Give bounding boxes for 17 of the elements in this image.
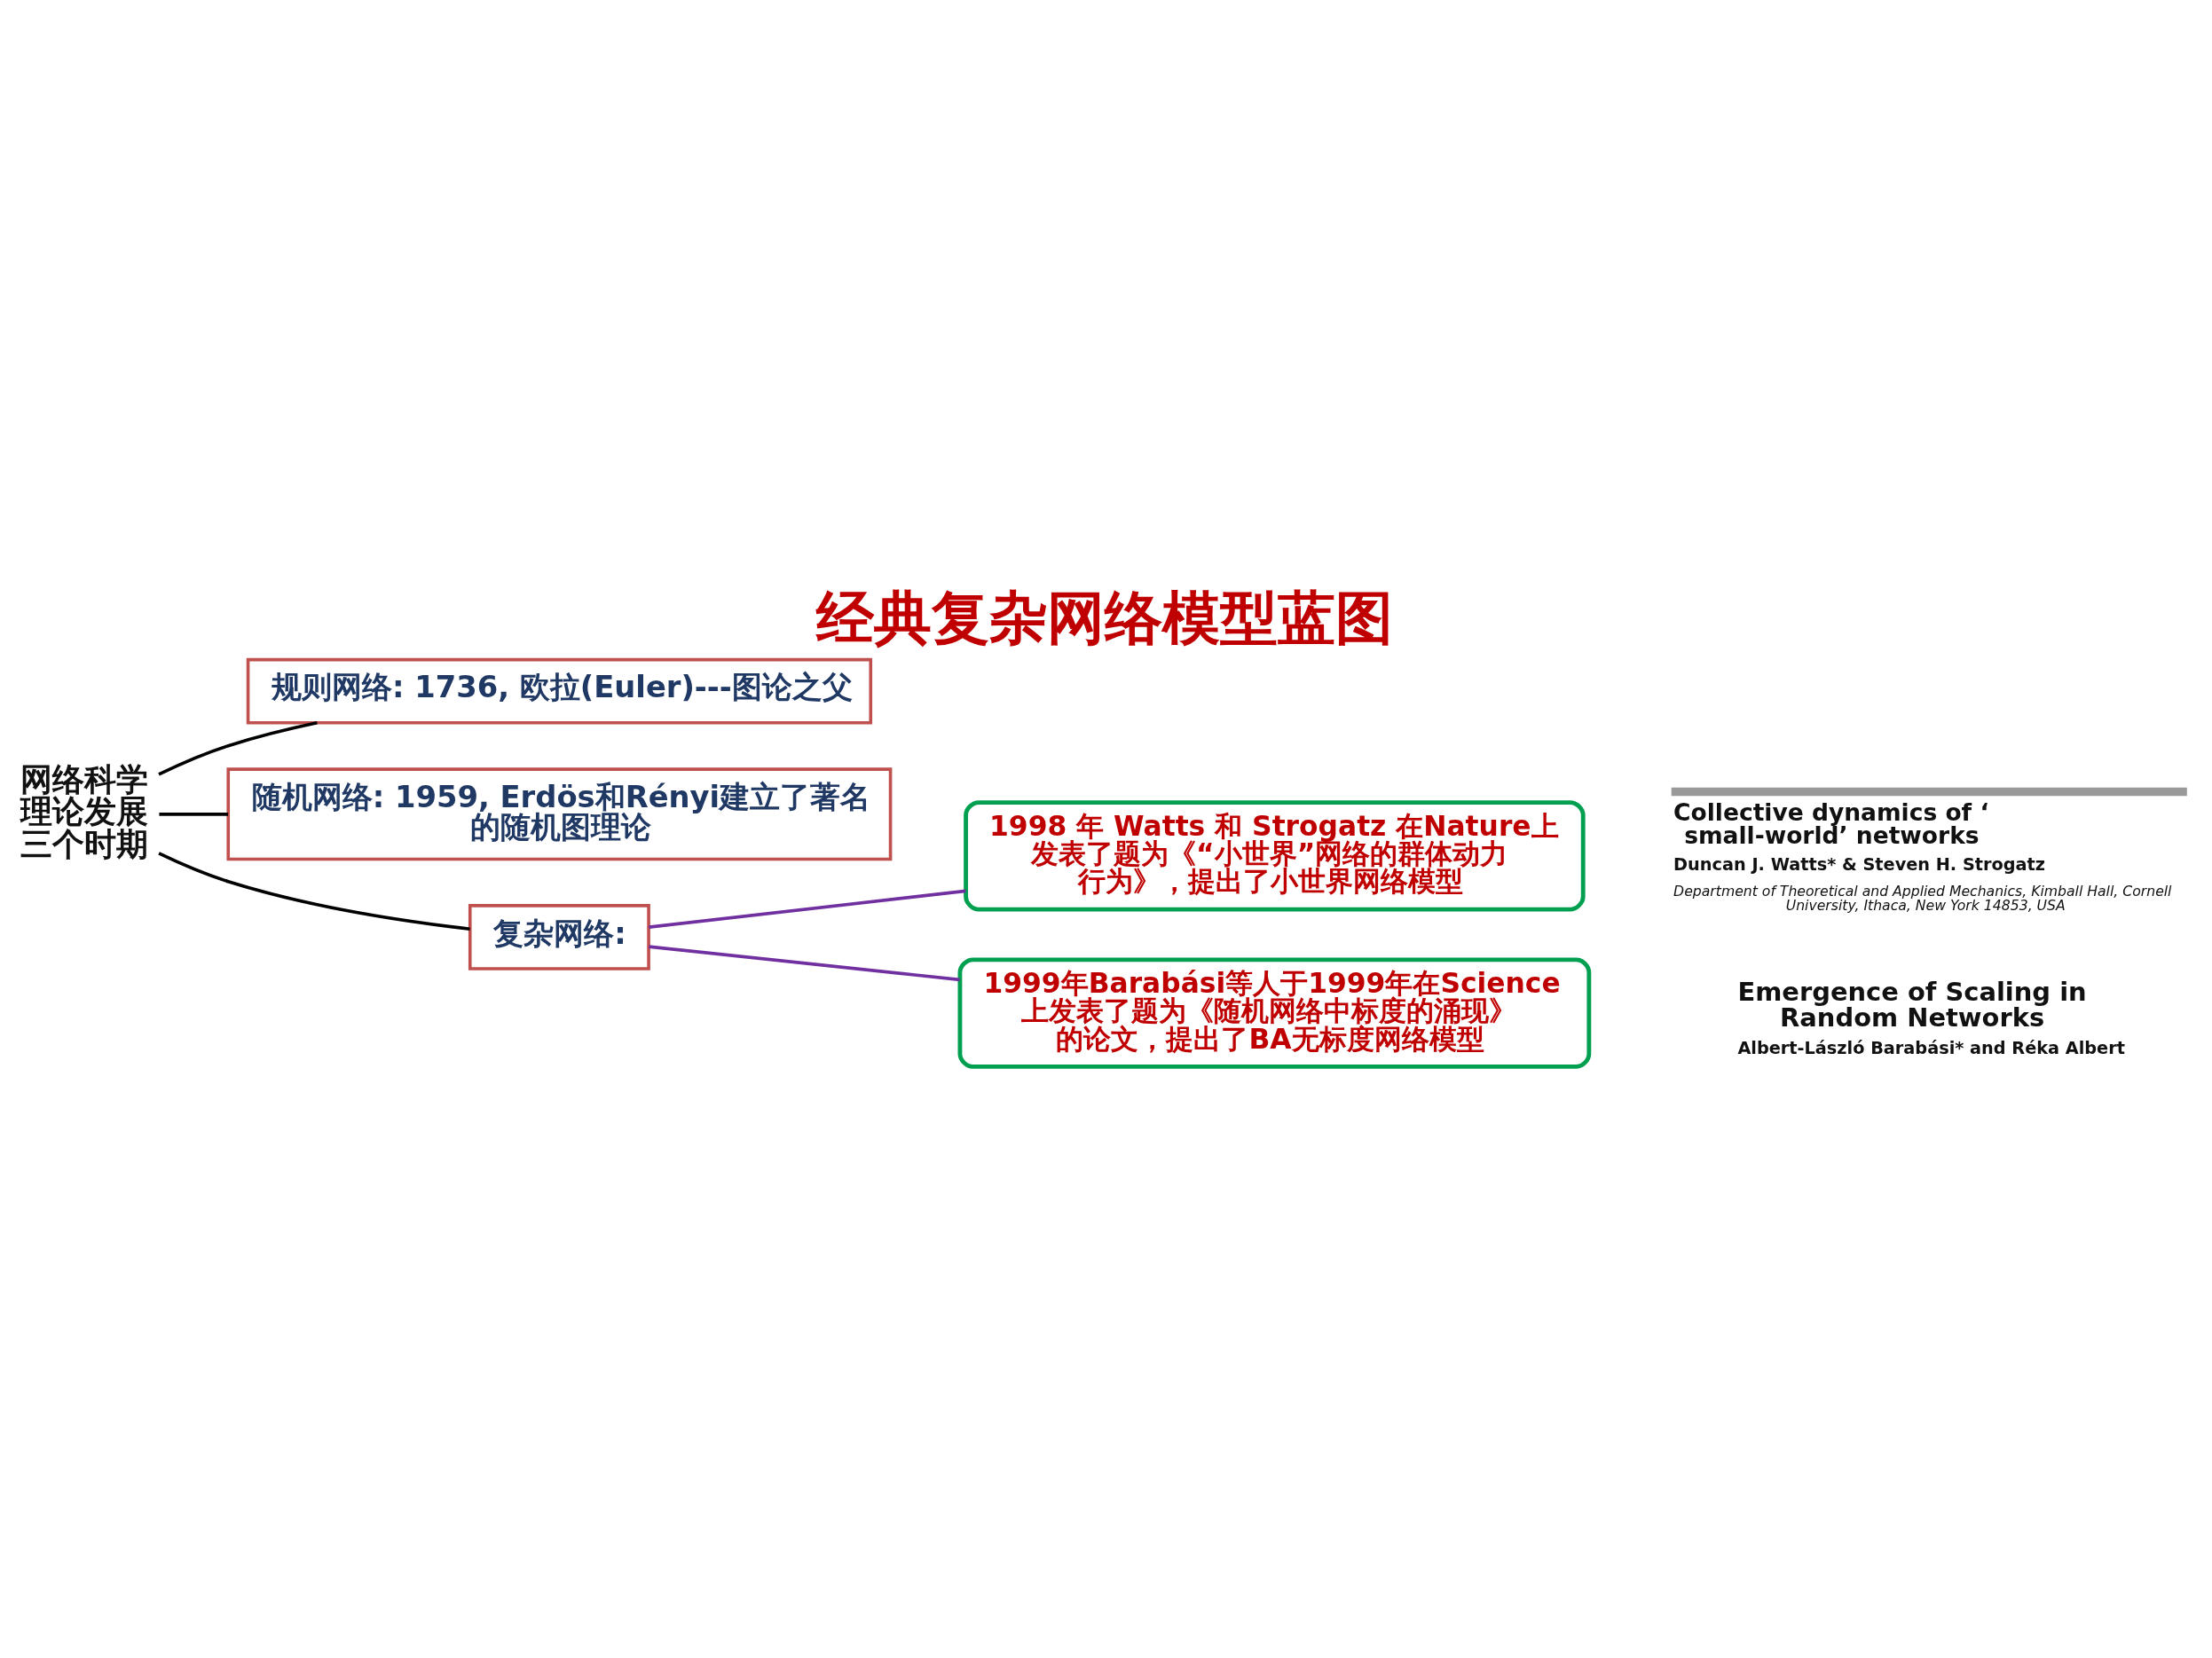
label: Department of Theoretical and Applied Mechanics, Kimball Hall, Cornell University, Ithaca, New York 14853, USA — [1673, 882, 2172, 914]
node-box: 规则网络: 1736, 欧拉(Euler)---图论之父 — [246, 657, 873, 725]
label: Collective dynamics of ‘small-world’ networks — [1673, 798, 1989, 849]
node-text: 网络科学理论发展三个时期 — [20, 759, 149, 863]
label: Albert-László Barabási* and Réka Albert — [1737, 1037, 2125, 1058]
diagram-title: 经典复杂网络模型蓝图 — [816, 584, 1394, 651]
connector — [159, 812, 229, 816]
node-box: 1998 年 Watts 和 Strogatz 在Nature上发表了题为《“小世界”网络的群体动力行为》，提出了小世界网络模型 — [964, 799, 1586, 912]
connector — [158, 851, 470, 931]
label: Duncan J. Watts* & Steven H. Strogatz — [1673, 853, 2046, 875]
connector — [158, 720, 318, 776]
label: Emergence of Scaling in Random Networks — [1737, 976, 2087, 1033]
connector — [649, 944, 960, 981]
node-box: 复杂网络: — [468, 903, 650, 970]
connector — [649, 889, 966, 929]
node-box: 随机网络: 1959, Erdös和Rényi建立了著名的随机图理论 — [226, 766, 893, 860]
node-box: 1999年Barabási等人于1999年在Science上发表了题为《随机网络中标度的涌现》的论文，提出了BA无标度网络模型 — [957, 956, 1592, 1069]
